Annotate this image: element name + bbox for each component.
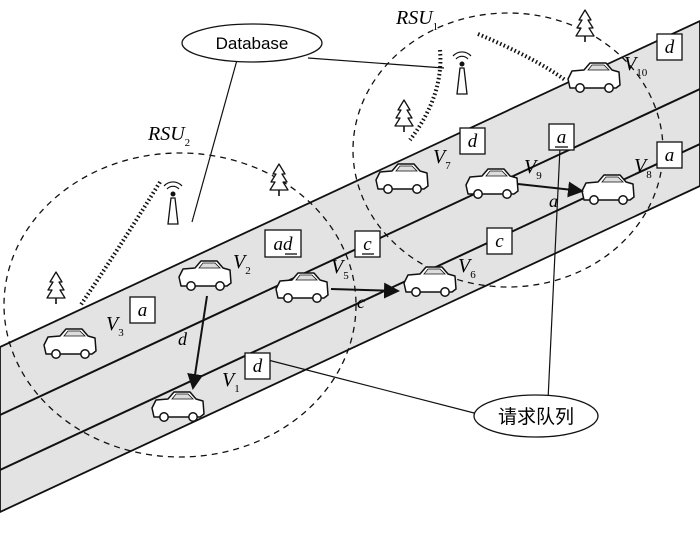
vehicle-label-v7: V7	[433, 146, 451, 172]
request-value-v8: a	[665, 145, 675, 166]
request-value-v3: a	[138, 300, 148, 321]
request-value-v10: d	[665, 37, 675, 58]
tree-icon	[269, 163, 289, 197]
link-rsu1-v7	[408, 49, 443, 142]
request-box-v3	[129, 296, 156, 324]
database-label: Database	[216, 34, 289, 53]
request-queue-label: 请求队列	[498, 406, 574, 428]
transfer-label-a: a	[549, 191, 558, 211]
request-box-v7	[459, 127, 486, 155]
request-queue-callout: 请求队列	[473, 394, 599, 438]
wireless-links	[78, 32, 567, 308]
rsu1-tower-icon	[452, 51, 472, 95]
request-box-v10	[656, 33, 683, 61]
database-callout: Database	[181, 23, 445, 223]
transfer-label-d: d	[178, 329, 188, 349]
transfer-label-c: c	[357, 292, 365, 312]
lane-divider-1	[0, 88, 700, 416]
request-box-v5	[354, 230, 381, 258]
tree-icon	[46, 271, 66, 305]
vehicle-label-v3: V3	[106, 313, 124, 339]
vehicle-label-v1: V1	[222, 369, 240, 395]
tree-icon	[394, 99, 414, 133]
request-box-v1	[244, 352, 271, 380]
rsu2-label: RSU2	[147, 123, 190, 149]
request-value-v6: c	[495, 231, 504, 252]
request-box-v2	[264, 229, 302, 258]
request-value-v5: c	[363, 234, 372, 255]
queue-callout-lines	[267, 147, 561, 415]
request-value-v1: d	[253, 356, 263, 377]
rsu2-coverage	[3, 152, 357, 458]
tree-icon	[575, 9, 595, 43]
vehicle-label-v6: V6	[458, 255, 476, 281]
vehicle-label-v10: V10	[624, 53, 648, 79]
link-rsu2-v3	[78, 180, 162, 308]
rsu1-label: RSU1	[395, 7, 438, 33]
request-box-v8	[656, 141, 683, 169]
vehicle-label-v8: V8	[634, 155, 652, 181]
vehicle-label-v2: V2	[233, 251, 251, 277]
request-value-v2: ad	[274, 234, 294, 255]
rsu2-tower-icon	[163, 181, 183, 225]
transfer-arrows	[187, 181, 584, 390]
vehicle-label-v9: V9	[524, 156, 542, 182]
vehicle-labels: V3 a V2 ad V1 d V5 c V6 c V7 d V9 a V8 a	[106, 33, 683, 395]
arrow-v9-v8	[517, 181, 584, 198]
request-box-v6	[486, 227, 513, 255]
vehicle-label-v5: V5	[331, 256, 349, 282]
request-box-v9	[548, 123, 575, 151]
arrow-v2-v1	[187, 295, 208, 390]
request-value-v9: a	[557, 127, 567, 148]
link-rsu1-v10	[477, 32, 567, 82]
arrow-v5-v6	[330, 282, 400, 299]
request-value-v7: d	[468, 131, 478, 152]
